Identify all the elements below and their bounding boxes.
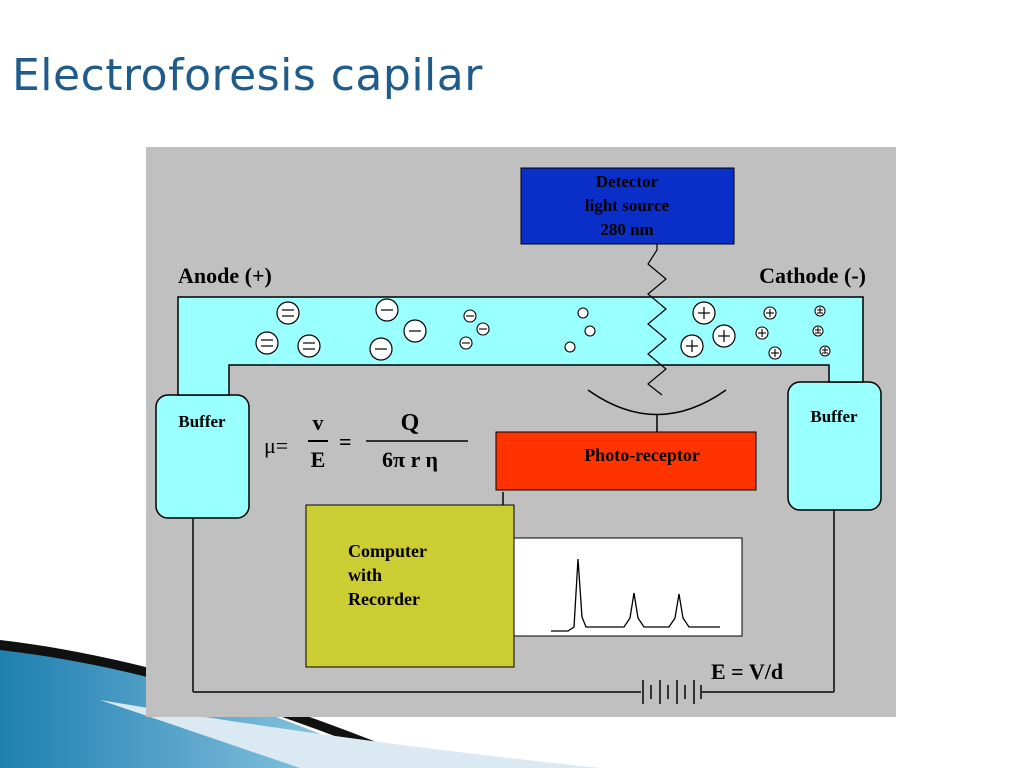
- small-negative-ion: [459, 336, 473, 350]
- positive-ion: [712, 324, 736, 348]
- lens-icon: [587, 389, 727, 416]
- detector-label-line-3: 280 nm: [600, 220, 653, 239]
- mobility-equals: =: [339, 429, 352, 454]
- doubly-negative-ion: [255, 331, 279, 355]
- small-positive-ion: [755, 326, 769, 340]
- anode-label: Anode (+): [178, 263, 272, 288]
- capillary-tube: [177, 296, 864, 396]
- battery-symbol: [642, 680, 702, 704]
- multi-charged-cation: [814, 305, 826, 317]
- mobility-field: E: [311, 447, 326, 472]
- field-equation: E = V/d: [711, 659, 783, 684]
- computer-box: [305, 504, 515, 668]
- negative-ion: [369, 337, 393, 361]
- slide-title: Electroforesis capilar: [12, 50, 483, 101]
- detector-light-source-box: [520, 167, 735, 245]
- mobility-friction: 6π r η: [382, 447, 438, 472]
- photoreceptor-box: [495, 431, 757, 491]
- cathode-label: Cathode (-): [759, 263, 866, 288]
- detector-label-line-1: Detector: [596, 172, 659, 191]
- computer-label-line-1: Computer: [348, 541, 427, 561]
- mobility-charge: Q: [401, 410, 420, 436]
- small-positive-ion: [768, 346, 782, 360]
- capillary-electrophoresis-diagram: Detector light source 280 nm E = V/d Buf…: [146, 147, 896, 717]
- computer-label-line-3: Recorder: [348, 589, 420, 609]
- mobility-symbol: μ=: [264, 433, 288, 458]
- negative-ion: [403, 319, 427, 343]
- multi-charged-cation: [819, 345, 831, 357]
- electropherogram-trace: [551, 558, 720, 632]
- neutral-molecule: [584, 325, 596, 337]
- buffer-left-label: Buffer: [178, 412, 226, 431]
- positive-ion: [680, 334, 704, 358]
- mobility-formula: μ= v E = Q 6π r η: [264, 410, 468, 472]
- computer-label-line-2: with: [348, 565, 382, 585]
- small-negative-ion: [476, 322, 490, 336]
- photoreceptor-label: Photo-receptor: [584, 445, 700, 465]
- small-negative-ion: [463, 309, 477, 323]
- mobility-velocity: v: [313, 410, 324, 435]
- electropherogram-panel: [513, 537, 743, 637]
- detector-label-line-2: light source: [585, 196, 670, 215]
- buffer-right-vial: [787, 381, 882, 511]
- multi-charged-cation: [812, 325, 824, 337]
- doubly-negative-ion: [297, 334, 321, 358]
- doubly-negative-ion: [276, 301, 300, 325]
- neutral-molecule: [564, 341, 576, 353]
- small-positive-ion: [763, 306, 777, 320]
- buffer-right-label: Buffer: [810, 407, 858, 426]
- light-beam-zigzag: [647, 244, 667, 396]
- negative-ion: [375, 298, 399, 322]
- positive-ion: [692, 301, 716, 325]
- neutral-molecule: [577, 307, 589, 319]
